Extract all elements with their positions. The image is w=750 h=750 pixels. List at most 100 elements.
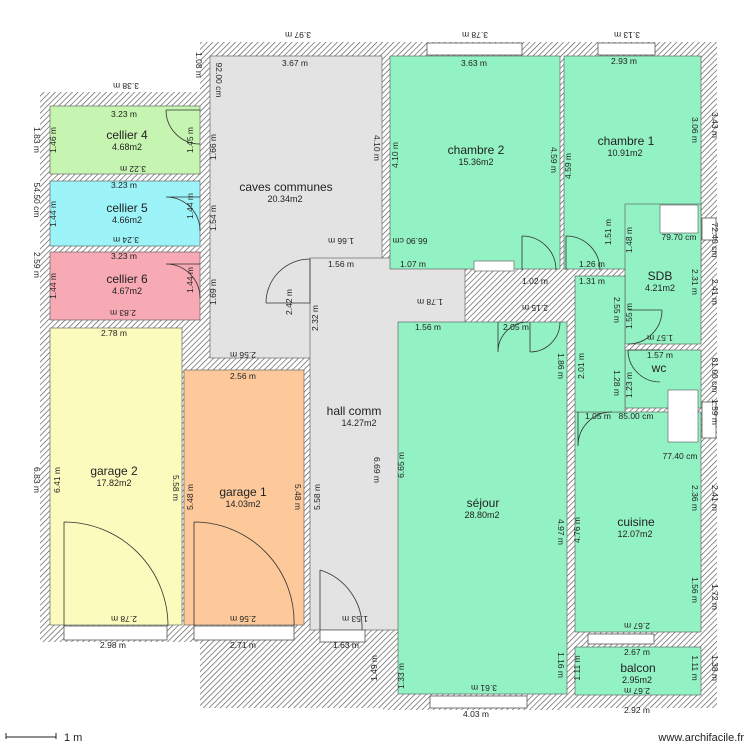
dim-108: 1.08 m xyxy=(194,52,204,78)
dim-r-155: 2.55 m xyxy=(612,297,622,323)
footer: 1 m www.archifacile.fr xyxy=(5,732,744,744)
room-sejour xyxy=(397,321,568,695)
dim-hall-232: 2.32 m xyxy=(310,305,320,331)
cellier-4-name: cellier 4 xyxy=(106,128,148,142)
dim-k-156: 1.56 m xyxy=(690,577,700,603)
dim-b-111a: 1.11 m xyxy=(572,655,582,680)
dim-v-144c: 1.44 m xyxy=(185,267,195,293)
dim-top-397: 3.97 m xyxy=(285,30,311,40)
closet-sdb xyxy=(659,204,699,234)
dim-s-403: 4.03 m xyxy=(463,709,489,719)
dim-c6-323: 3.23 m xyxy=(111,251,137,261)
dim-wc-105: 1.05 m xyxy=(585,411,611,421)
dim-sdb-6970: 79.70 cm xyxy=(662,232,697,242)
dim-641: 6.41 m xyxy=(52,467,62,493)
hall-name: hall comm xyxy=(327,404,382,418)
dim-hall-166: 1.66 m xyxy=(328,236,354,246)
door-cellier-4 xyxy=(165,109,201,145)
dim-b-111b: 1.11 m xyxy=(690,655,700,680)
dim-wc-8100: 81.00 cm xyxy=(710,358,720,393)
dim-b-292: 2.92 m xyxy=(624,705,650,715)
dim-c4-322: 3.22 m xyxy=(120,164,146,174)
dim-146: 1.46 m xyxy=(48,127,58,153)
cuisine-area: 12.07m2 xyxy=(617,529,652,539)
dim-sdb-231: 2.31 m xyxy=(690,269,700,295)
dim-s-186: 1.86 m xyxy=(556,353,566,379)
chambre-2-area: 15.36m2 xyxy=(458,157,493,167)
chambre-1-area: 10.91m2 xyxy=(607,148,642,158)
door-wc xyxy=(627,349,661,383)
room-cellier-5 xyxy=(49,180,201,247)
dim-sej-215: 2.15 m xyxy=(522,303,548,313)
dim-hall-669: 6.69 m xyxy=(372,457,382,483)
dim-144b: 1.44 m xyxy=(48,273,58,299)
dim-g1-548b: 5.48 m xyxy=(293,484,303,510)
sdb-area: 4.21m2 xyxy=(645,283,675,293)
dim-367: 3.67 m xyxy=(282,58,308,68)
dim-g1-271: 2.71 m xyxy=(230,640,256,650)
dim-wc-128: 1.28 m xyxy=(612,370,622,396)
dim-g1-256c: 2.56 m xyxy=(230,614,256,624)
dim-h-163: 1.63 m xyxy=(333,640,359,650)
dim-wc-201: 2.01 m xyxy=(576,353,586,379)
dim-g1-548a: 5.48 m xyxy=(185,484,195,510)
dim-sdb-102: 1.02 m xyxy=(522,276,548,286)
dim-5450: 54.50 cm xyxy=(32,183,42,218)
garage-1-area: 14.03m2 xyxy=(225,499,260,509)
dim-144a: 1.44 m xyxy=(48,201,58,227)
window-chambre-2 xyxy=(426,42,523,56)
scale-label: 1 m xyxy=(64,732,82,744)
fixtures xyxy=(473,204,699,443)
door-hall-entry xyxy=(319,569,363,631)
dim-v-306: 3.06 m xyxy=(690,117,700,143)
dimensions-vertical: 1.08 m 92.00 cm 1.83 m 1.46 m 1.45 m 1.6… xyxy=(32,52,720,689)
dim-v-169: 1.69 m xyxy=(208,279,218,305)
dim-v-459b: 4.59 m xyxy=(563,153,573,179)
window-balcon xyxy=(587,633,655,645)
dim-g2-298: 2.98 m xyxy=(100,640,126,650)
dim-b-138: 1.38 m xyxy=(710,655,720,681)
windows xyxy=(63,42,717,709)
garage-1-name: garage 1 xyxy=(219,485,267,499)
hall-entry-opening xyxy=(319,629,366,643)
cellier-5-area: 4.66m2 xyxy=(112,215,142,225)
dim-sdb-148: 1.48 m xyxy=(624,227,634,253)
door-sejour-b xyxy=(529,321,561,353)
credit-link[interactable]: www.archifacile.fr xyxy=(657,732,744,744)
dim-259: 2.59 m xyxy=(32,252,42,278)
dimensions-horizontal: 3.97 m 3.78 m 3.13 m 3.67 m 3.63 m 2.93 … xyxy=(100,30,697,719)
dim-s-497: 4.97 m xyxy=(556,519,566,545)
dim-7240: 72.40 cm xyxy=(710,223,720,258)
dim-wc-7740: 77.40 cm xyxy=(663,451,698,461)
caves-area: 20.34m2 xyxy=(267,194,302,204)
balcon-area: 2.95m2 xyxy=(622,675,652,685)
door-cellier-6 xyxy=(165,263,201,299)
chambre-1-name: chambre 1 xyxy=(598,134,655,148)
dim-183: 1.83 m xyxy=(32,127,42,153)
garage-2-name: garage 2 xyxy=(90,464,138,478)
dim-338: 3.38 m xyxy=(113,81,139,91)
dim-wc-123: 1.23 m xyxy=(624,372,634,398)
room-labels: cellier 4 4.68m2 cellier 5 4.66m2 cellie… xyxy=(90,128,675,685)
dim-hall-242: 2.42 m xyxy=(284,289,294,315)
dim-c6-283: 2.83 m xyxy=(110,308,136,318)
door-garage-1 xyxy=(193,521,295,627)
window-sejour xyxy=(429,695,528,709)
dim-sdb-157b: 1.57 m xyxy=(647,350,673,360)
garage-2-door-opening xyxy=(63,625,168,641)
room-garage-2 xyxy=(49,327,183,626)
door-garage-2 xyxy=(63,521,169,627)
rooms xyxy=(49,55,702,696)
door-swings xyxy=(63,109,663,631)
cuisine-name: cuisine xyxy=(617,515,655,529)
dim-s-665: 6.65 m xyxy=(396,452,406,478)
dim-r-159: 1.59 m xyxy=(710,399,720,425)
door-sejour-a xyxy=(497,321,529,353)
dim-b-267b: 2.67 m xyxy=(624,686,650,696)
dim-v-410b: 4.10 m xyxy=(390,142,400,168)
door-caves xyxy=(265,258,311,304)
caves-name: caves communes xyxy=(239,180,332,194)
door-chambre-2 xyxy=(521,235,557,271)
dim-k-241: 2.41 m xyxy=(710,485,720,511)
